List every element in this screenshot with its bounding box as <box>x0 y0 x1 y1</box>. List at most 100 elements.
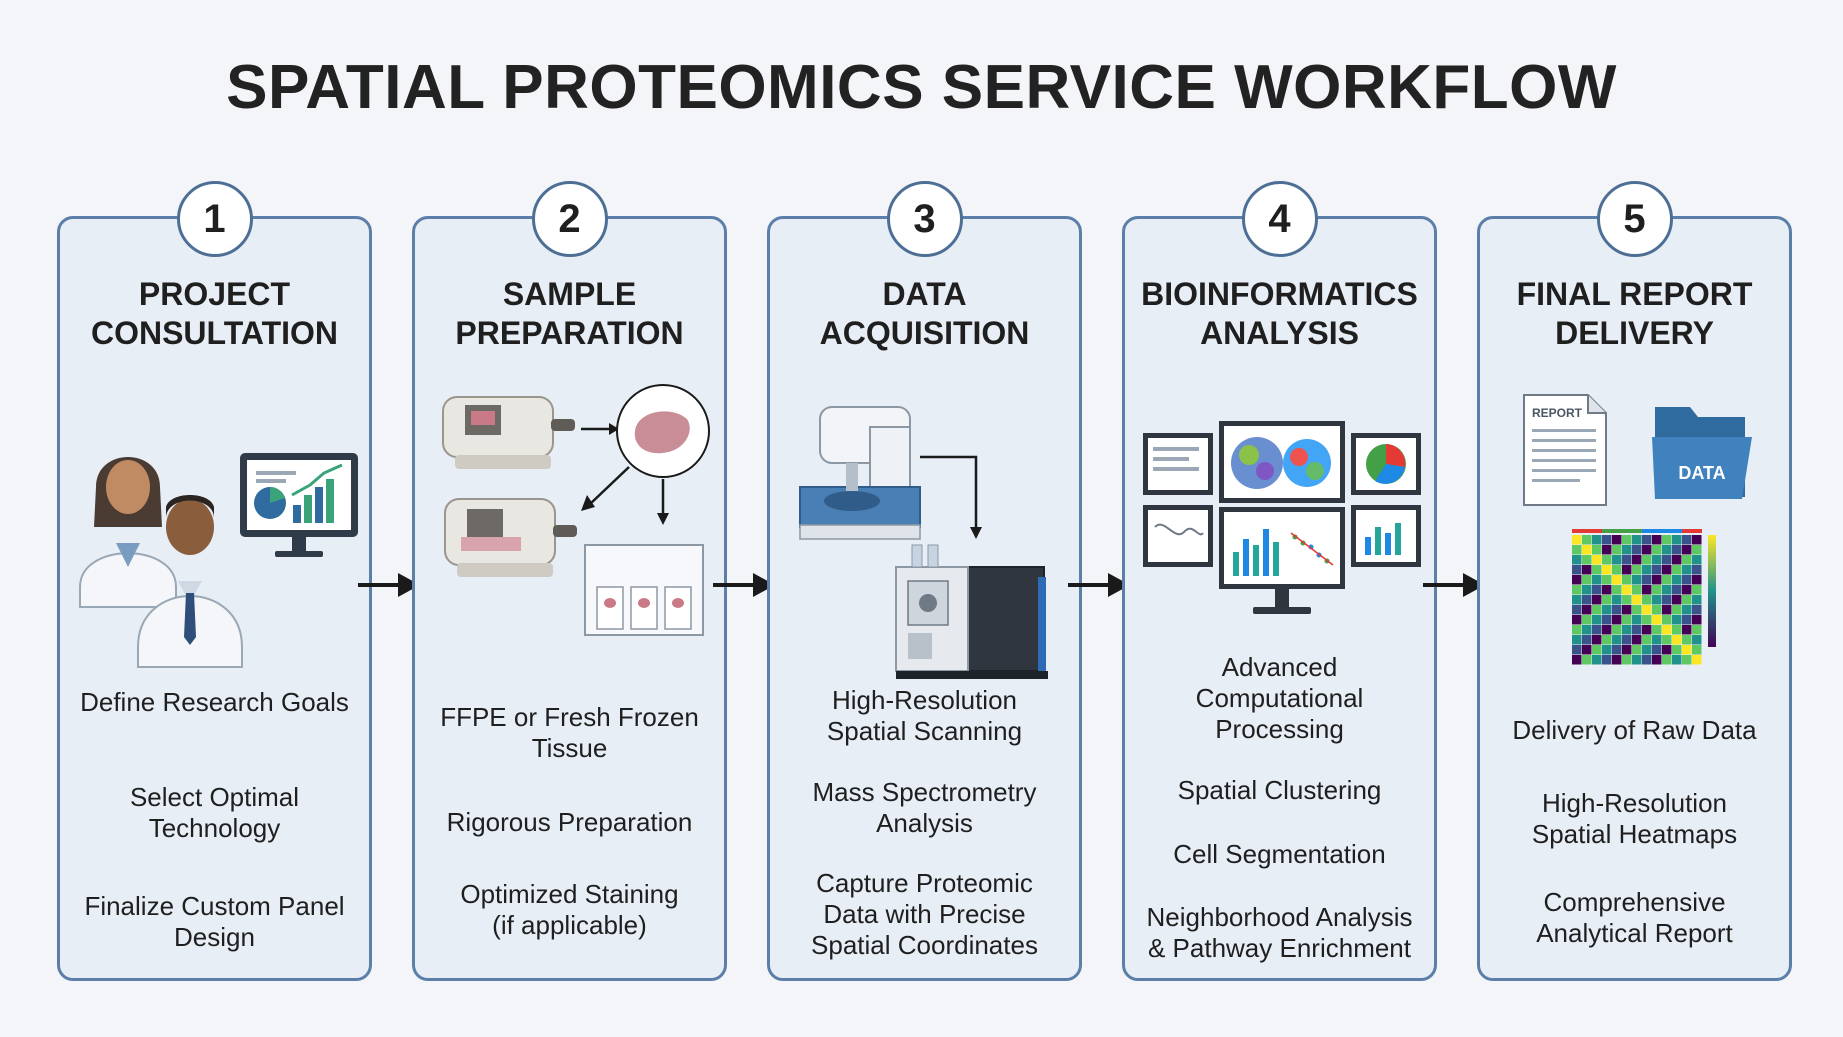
heatmap-cell <box>1662 545 1672 555</box>
heatmap-cell <box>1642 595 1652 605</box>
heatmap-cell <box>1582 595 1592 605</box>
heatmap-cell <box>1612 595 1622 605</box>
heatmap-cell <box>1612 585 1622 595</box>
step-5-title-line-2: DELIVERY <box>1555 315 1714 351</box>
heatmap-cell <box>1572 545 1582 555</box>
heatmap-cell <box>1592 545 1602 555</box>
step-4-item-4-line-1: Neighborhood Analysis <box>1146 902 1413 932</box>
step-2-item-2-line-1: Rigorous Preparation <box>446 807 693 837</box>
heatmap-cell <box>1642 575 1652 585</box>
heatmap-cell <box>1632 615 1642 625</box>
heatmap-cell <box>1662 635 1672 645</box>
heatmap-cell <box>1642 535 1652 545</box>
heatmap-cell <box>1632 635 1642 645</box>
heatmap-cell <box>1592 595 1602 605</box>
heatmap-cell <box>1642 625 1652 635</box>
heatmap-cell <box>1652 615 1662 625</box>
heatmap-cell <box>1672 595 1682 605</box>
heatmap-cell <box>1692 605 1702 615</box>
heatmap-cell <box>1642 655 1652 665</box>
heatmap-cell <box>1622 555 1632 565</box>
step-5-item-1-line-1: Delivery of Raw Data <box>1512 715 1757 745</box>
heatmap-cell <box>1662 585 1672 595</box>
step-2-item-3: Optimized Staining (if applicable) <box>415 879 724 941</box>
heatmap-cell <box>1572 645 1582 655</box>
heatmap-cell <box>1692 625 1702 635</box>
heatmap-cell <box>1662 555 1672 565</box>
page-title: SPATIAL PROTEOMICS SERVICE WORKFLOW <box>226 53 1617 122</box>
heatmap-cell <box>1582 605 1592 615</box>
step-3-item-3-line-2: Data with Precise <box>823 899 1026 929</box>
heatmap-cell <box>1602 645 1612 655</box>
step-1-title: PROJECT CONSULTATION <box>60 275 369 353</box>
heatmap-cell <box>1622 635 1632 645</box>
heatmap-cell <box>1612 625 1622 635</box>
heatmap-cell <box>1692 615 1702 625</box>
heatmap-cell <box>1572 635 1582 645</box>
step-3-item-1-line-2: Spatial Scanning <box>826 716 1023 746</box>
heatmap-cell <box>1652 605 1662 615</box>
step-5-item-3-line-1: Comprehensive <box>1543 887 1726 917</box>
step-5-item-3-line-2: Analytical Report <box>1536 918 1733 948</box>
step-1-title-line-1: PROJECT <box>138 276 291 312</box>
heatmap-cell <box>1612 635 1622 645</box>
heatmap-cell <box>1662 605 1672 615</box>
heatmap-cell <box>1672 555 1682 565</box>
heatmap-cell <box>1642 635 1652 645</box>
step-5-number-badge: 5 <box>1596 181 1673 257</box>
heatmap-cell <box>1632 555 1642 565</box>
heatmap-cell <box>1612 655 1622 665</box>
heatmap-cell <box>1612 645 1622 655</box>
heatmap-cell <box>1692 595 1702 605</box>
heatmap-cell <box>1642 565 1652 575</box>
heatmap-cell <box>1612 615 1622 625</box>
heatmap-icon <box>1572 535 1702 665</box>
heatmap-cell <box>1662 595 1672 605</box>
report-data-heatmap-icon: REPORT DATA <box>1523 394 1752 665</box>
heatmap-cell <box>1642 545 1652 555</box>
step-1-number-badge: 1 <box>176 181 253 257</box>
heatmap-cell <box>1602 635 1612 645</box>
heatmap-cell <box>1632 535 1642 545</box>
heatmap-cell <box>1672 655 1682 665</box>
step-3-item-2: Mass Spectrometry Analysis <box>770 777 1079 839</box>
step-2-title-line-2: PREPARATION <box>455 315 684 351</box>
heatmap-cell <box>1582 585 1592 595</box>
heatmap-cell <box>1592 535 1602 545</box>
step-3-item-2-line-2: Analysis <box>876 808 973 838</box>
heatmap-cell <box>1672 605 1682 615</box>
heatmap-cell <box>1692 645 1702 655</box>
heatmap-cell <box>1572 555 1582 565</box>
heatmap-cell <box>1602 595 1612 605</box>
step-3-title: DATA ACQUISITION <box>770 275 1079 353</box>
heatmap-cell <box>1692 545 1702 555</box>
heatmap-cell <box>1602 555 1612 565</box>
heatmap-cell <box>1582 545 1592 555</box>
heatmap-cell <box>1652 595 1662 605</box>
step-5-item-2-line-2: Spatial Heatmaps <box>1531 819 1738 849</box>
heatmap-cell <box>1572 595 1582 605</box>
heatmap-cell <box>1662 655 1672 665</box>
step-3-panel: 3 DATA ACQUISITION High-Resolution Spati… <box>767 181 1082 981</box>
step-3-item-3: Capture Proteomic Data with Precise Spat… <box>770 868 1079 961</box>
step-5-panel: 5 FINAL REPORT DELIVERY REPORT DATA <box>1477 181 1792 981</box>
step-2-item-1-line-2: Tissue <box>531 733 608 763</box>
heatmap-cell <box>1622 575 1632 585</box>
heatmap-cell <box>1602 605 1612 615</box>
heatmap-cell <box>1652 625 1662 635</box>
step-1-item-3-line-1: Finalize Custom Panel <box>84 891 345 921</box>
heatmap-cell <box>1602 585 1612 595</box>
heatmap-cell <box>1662 575 1672 585</box>
heatmap-cell <box>1622 605 1632 615</box>
heatmap-cell <box>1642 585 1652 595</box>
step-4-item-1-line-3: Processing <box>1215 714 1344 744</box>
step-4-title-line-1: BIOINFORMATICS <box>1141 276 1418 312</box>
step-4-number-badge: 4 <box>1241 181 1318 257</box>
heatmap-cell <box>1592 635 1602 645</box>
heatmap-cell <box>1672 575 1682 585</box>
heatmap-cell <box>1622 585 1632 595</box>
heatmap-cell <box>1612 535 1622 545</box>
heatmap-cell <box>1652 565 1662 575</box>
heatmap-cell <box>1682 565 1692 575</box>
heatmap-cell <box>1672 625 1682 635</box>
